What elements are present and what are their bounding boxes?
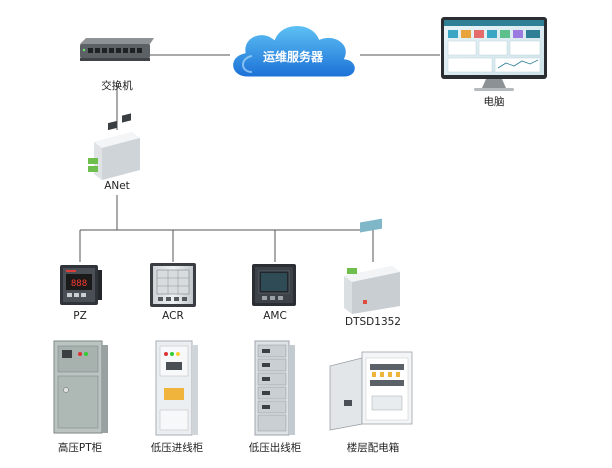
computer-monitor-icon — [441, 17, 547, 91]
connection-lines — [79, 54, 440, 262]
computer-label: 电脑 — [483, 96, 505, 108]
high-voltage-pt-cabinet-icon — [53, 340, 108, 434]
anet-gateway-icon — [88, 113, 140, 180]
dtsd1352-label: DTSD1352 — [345, 316, 401, 328]
low-voltage-outgoing-cabinet-icon — [254, 340, 295, 436]
lv-incoming-cabinet-label: 低压进线柜 — [150, 442, 204, 454]
dtsd1352-meter-icon — [344, 218, 400, 314]
network-switch-icon — [80, 38, 154, 61]
cloud-server-label: 运维服务器 — [262, 50, 324, 64]
floor-distribution-box-label: 楼层配电箱 — [346, 442, 400, 454]
amc-label: AMC — [263, 310, 287, 322]
lv-outgoing-cabinet-label: 低压出线柜 — [248, 442, 302, 454]
anet-label: ANet — [104, 180, 130, 192]
svg-text:888: 888 — [71, 279, 87, 289]
acr-label: ACR — [162, 310, 184, 322]
hv-pt-cabinet-label: 高压PT柜 — [57, 442, 103, 454]
cloud-server-icon — [230, 23, 358, 80]
pz-label: PZ — [73, 310, 87, 322]
acr-meter-icon — [150, 263, 196, 307]
pz-meter-icon: 888 — [60, 265, 102, 305]
low-voltage-incoming-cabinet-icon — [155, 340, 198, 436]
switch-label: 交换机 — [101, 80, 133, 92]
floor-distribution-box-icon — [329, 351, 413, 431]
amc-meter-icon — [252, 264, 296, 306]
